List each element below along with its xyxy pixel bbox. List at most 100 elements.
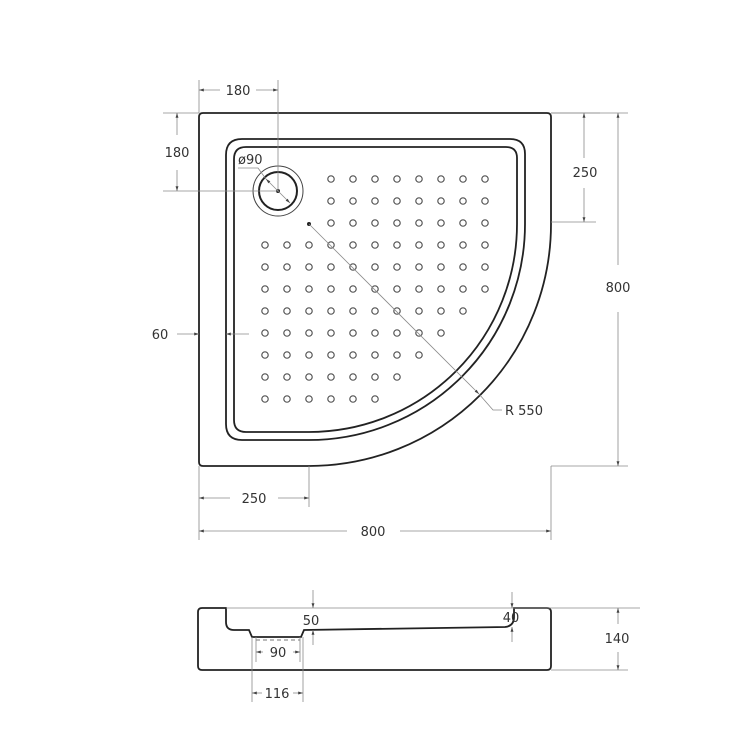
- rim-depth-right-label: 250: [573, 166, 598, 181]
- anti-slip-dot: [371, 175, 379, 183]
- anti-slip-dot: [459, 197, 467, 205]
- rim-depth-bottom-label: 250: [242, 492, 267, 507]
- drain-depth-label: 50: [303, 614, 320, 629]
- anti-slip-dot: [371, 307, 379, 315]
- anti-slip-dot: [261, 373, 269, 381]
- anti-slip-dot: [261, 395, 269, 403]
- anti-slip-dot: [283, 263, 291, 271]
- anti-slip-dot: [415, 351, 423, 359]
- anti-slip-dot: [371, 351, 379, 359]
- anti-slip-dot: [283, 351, 291, 359]
- anti-slip-dot: [437, 285, 445, 293]
- total-height-label: 140: [605, 632, 630, 647]
- anti-slip-dot: [305, 329, 313, 337]
- anti-slip-dot: [459, 219, 467, 227]
- side-profile-outline: [197, 607, 552, 671]
- anti-slip-dot: [393, 329, 401, 337]
- anti-slip-dot: [459, 263, 467, 271]
- anti-slip-dot: [393, 219, 401, 227]
- anti-slip-dot: [437, 219, 445, 227]
- anti-slip-dot: [327, 241, 335, 249]
- side-view: 50 40 140 90 116: [197, 590, 640, 702]
- anti-slip-dot: [283, 241, 291, 249]
- overall-width-label: 800: [361, 525, 386, 540]
- anti-slip-dot: [393, 285, 401, 293]
- anti-slip-dot: [349, 329, 357, 337]
- anti-slip-dot: [393, 351, 401, 359]
- anti-slip-dot: [283, 285, 291, 293]
- anti-slip-dot: [283, 307, 291, 315]
- anti-slip-dot: [349, 285, 357, 293]
- radius-label: R 550: [505, 404, 543, 419]
- anti-slip-dot: [437, 307, 445, 315]
- anti-slip-dot: [349, 395, 357, 403]
- anti-slip-dot: [305, 307, 313, 315]
- anti-slip-dot: [481, 219, 489, 227]
- anti-slip-dot: [437, 241, 445, 249]
- anti-slip-dot: [305, 395, 313, 403]
- anti-slip-dot: [349, 263, 357, 271]
- anti-slip-dot: [327, 219, 335, 227]
- anti-slip-dot: [481, 241, 489, 249]
- anti-slip-dot: [349, 219, 357, 227]
- anti-slip-dot: [415, 329, 423, 337]
- anti-slip-dot: [327, 351, 335, 359]
- anti-slip-dot: [393, 373, 401, 381]
- anti-slip-dot: [327, 263, 335, 271]
- anti-slip-dot: [415, 307, 423, 315]
- anti-slip-dot: [305, 285, 313, 293]
- anti-slip-dot: [327, 175, 335, 183]
- anti-slip-dot-grid: [261, 175, 489, 403]
- anti-slip-dot: [459, 307, 467, 315]
- anti-slip-dot: [415, 241, 423, 249]
- anti-slip-dot: [415, 175, 423, 183]
- edge-depth-label: 40: [503, 611, 520, 626]
- anti-slip-dot: [415, 285, 423, 293]
- anti-slip-dot: [393, 241, 401, 249]
- anti-slip-dot: [459, 285, 467, 293]
- rim-width-left-label: 60: [152, 328, 169, 343]
- overall-height-label: 800: [606, 281, 631, 296]
- anti-slip-dot: [261, 307, 269, 315]
- anti-slip-dot: [481, 197, 489, 205]
- anti-slip-dot: [305, 373, 313, 381]
- anti-slip-dot: [371, 395, 379, 403]
- anti-slip-dot: [459, 241, 467, 249]
- anti-slip-dot: [459, 175, 467, 183]
- anti-slip-dot: [261, 329, 269, 337]
- anti-slip-dot: [481, 285, 489, 293]
- anti-slip-dot: [261, 285, 269, 293]
- anti-slip-dot: [393, 263, 401, 271]
- drain-offset-y-label: 180: [165, 146, 190, 161]
- top-view: R 550 180 180 250 800 60 250: [152, 80, 631, 540]
- anti-slip-dot: [371, 197, 379, 205]
- anti-slip-dot: [371, 219, 379, 227]
- anti-slip-dot: [371, 373, 379, 381]
- anti-slip-dot: [327, 197, 335, 205]
- anti-slip-dot: [481, 263, 489, 271]
- anti-slip-dot: [283, 329, 291, 337]
- anti-slip-dot: [393, 175, 401, 183]
- anti-slip-dot: [437, 197, 445, 205]
- tray-inner-rim-inner: [233, 146, 518, 433]
- anti-slip-dot: [327, 373, 335, 381]
- anti-slip-dot: [371, 241, 379, 249]
- anti-slip-dot: [305, 351, 313, 359]
- anti-slip-dot: [261, 241, 269, 249]
- drain-inner-width-label: 90: [270, 646, 287, 661]
- anti-slip-dot: [437, 175, 445, 183]
- anti-slip-dot: [393, 307, 401, 315]
- anti-slip-dot: [371, 285, 379, 293]
- anti-slip-dot: [415, 197, 423, 205]
- anti-slip-dot: [349, 197, 357, 205]
- anti-slip-dot: [349, 241, 357, 249]
- anti-slip-dot: [283, 373, 291, 381]
- anti-slip-dot: [481, 175, 489, 183]
- anti-slip-dot: [415, 219, 423, 227]
- anti-slip-dot: [349, 307, 357, 315]
- anti-slip-dot: [305, 263, 313, 271]
- anti-slip-dot: [437, 329, 445, 337]
- anti-slip-dot: [261, 351, 269, 359]
- anti-slip-dot: [327, 285, 335, 293]
